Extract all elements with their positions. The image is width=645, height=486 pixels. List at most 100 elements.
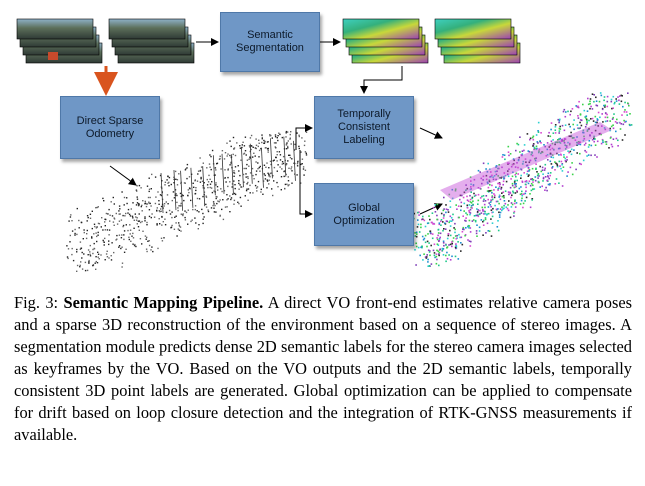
sparse-point	[113, 251, 115, 254]
semantic-point	[564, 124, 567, 126]
semantic-point	[498, 177, 501, 179]
semantic-point	[586, 130, 589, 132]
semantic-point	[583, 135, 585, 138]
sparse-point	[96, 240, 98, 243]
semantic-point	[522, 206, 524, 209]
sparse-point	[229, 195, 231, 197]
sparse-point	[82, 238, 84, 240]
semantic-point	[439, 248, 441, 250]
semantic-point	[570, 131, 572, 134]
semantic-point	[558, 160, 561, 163]
semantic-point	[542, 177, 545, 180]
sparse-point	[127, 212, 129, 214]
sparse-point	[260, 147, 262, 150]
semantic-point	[627, 102, 629, 104]
semantic-point	[487, 191, 490, 193]
sparse-point	[95, 232, 97, 234]
semantic-point	[555, 162, 557, 165]
sparse-point	[144, 200, 146, 203]
sparse-point	[110, 201, 112, 203]
semantic-point	[519, 203, 522, 205]
semantic-point	[598, 133, 601, 135]
semantic-point	[501, 209, 503, 212]
sparse-point	[227, 168, 229, 170]
semantic-point	[548, 184, 551, 186]
semantic-point	[537, 130, 539, 132]
semantic-point	[438, 251, 441, 254]
semantic-point	[429, 254, 431, 257]
sparse-point	[83, 253, 85, 255]
semantic-point	[523, 149, 525, 152]
semantic-point	[520, 186, 522, 188]
semantic-point	[438, 264, 440, 267]
semantic-point	[497, 220, 499, 222]
sparse-point	[215, 197, 217, 200]
semantic-point	[437, 234, 439, 237]
semantic-point	[471, 220, 474, 222]
semantic-point	[582, 131, 585, 134]
semantic-point	[470, 186, 472, 188]
semantic-point	[569, 135, 572, 138]
semantic-point	[440, 220, 442, 223]
semantic-point	[604, 104, 606, 107]
sparse-point	[210, 155, 212, 158]
sparse-point	[273, 180, 275, 182]
semantic-point	[440, 219, 443, 221]
semantic-point	[602, 139, 604, 142]
semantic-point	[590, 144, 593, 147]
sparse-point	[217, 200, 219, 202]
semantic-point	[570, 153, 573, 156]
semantic-point	[469, 201, 472, 203]
semantic-point	[452, 213, 454, 216]
semantic-point	[454, 188, 457, 190]
semantic-point	[454, 246, 457, 249]
semantic-point	[494, 204, 496, 207]
sparse-point	[226, 142, 228, 144]
semantic-point	[517, 166, 519, 169]
semantic-point	[562, 110, 565, 113]
semantic-point	[442, 217, 445, 219]
semantic-point	[534, 147, 536, 150]
semantic-point	[577, 127, 579, 129]
sparse-point	[118, 205, 121, 207]
sparse-point	[218, 201, 220, 203]
semantic-point	[512, 190, 514, 193]
sparse-point	[250, 148, 252, 151]
sparse-point	[95, 260, 97, 263]
semantic-point	[554, 124, 557, 126]
sparse-point	[199, 157, 201, 159]
semantic-point	[534, 176, 537, 178]
semantic-point	[524, 158, 527, 160]
sparse-point	[87, 249, 90, 251]
semantic-point	[611, 145, 614, 148]
semantic-point	[437, 244, 440, 246]
semantic-point	[578, 162, 581, 165]
semantic-point	[626, 114, 628, 116]
sparse-point	[133, 219, 135, 221]
sparse-point	[232, 153, 234, 156]
sparse-point	[263, 173, 265, 175]
semantic-point	[492, 211, 494, 213]
sparse-point	[125, 248, 127, 250]
semantic-point	[600, 94, 603, 97]
semantic-point	[476, 208, 478, 210]
sparse-point	[176, 184, 179, 186]
sparse-point	[298, 145, 300, 148]
semantic-point	[481, 182, 483, 185]
semantic-point	[422, 215, 424, 218]
sparse-point	[118, 220, 121, 222]
sparse-point	[231, 186, 233, 188]
sparse-point	[151, 173, 153, 176]
semantic-point	[468, 204, 471, 206]
sparse-point	[241, 144, 243, 146]
semantic-point	[515, 149, 517, 152]
sparse-point	[120, 237, 123, 239]
sparse-point	[89, 251, 91, 253]
sparse-point	[100, 254, 102, 256]
sparse-point	[255, 144, 258, 146]
semantic-point	[493, 189, 495, 191]
semantic-point	[583, 109, 586, 112]
semantic-point	[468, 225, 471, 227]
sparse-point	[188, 191, 190, 194]
sparse-structure-line	[221, 153, 225, 194]
